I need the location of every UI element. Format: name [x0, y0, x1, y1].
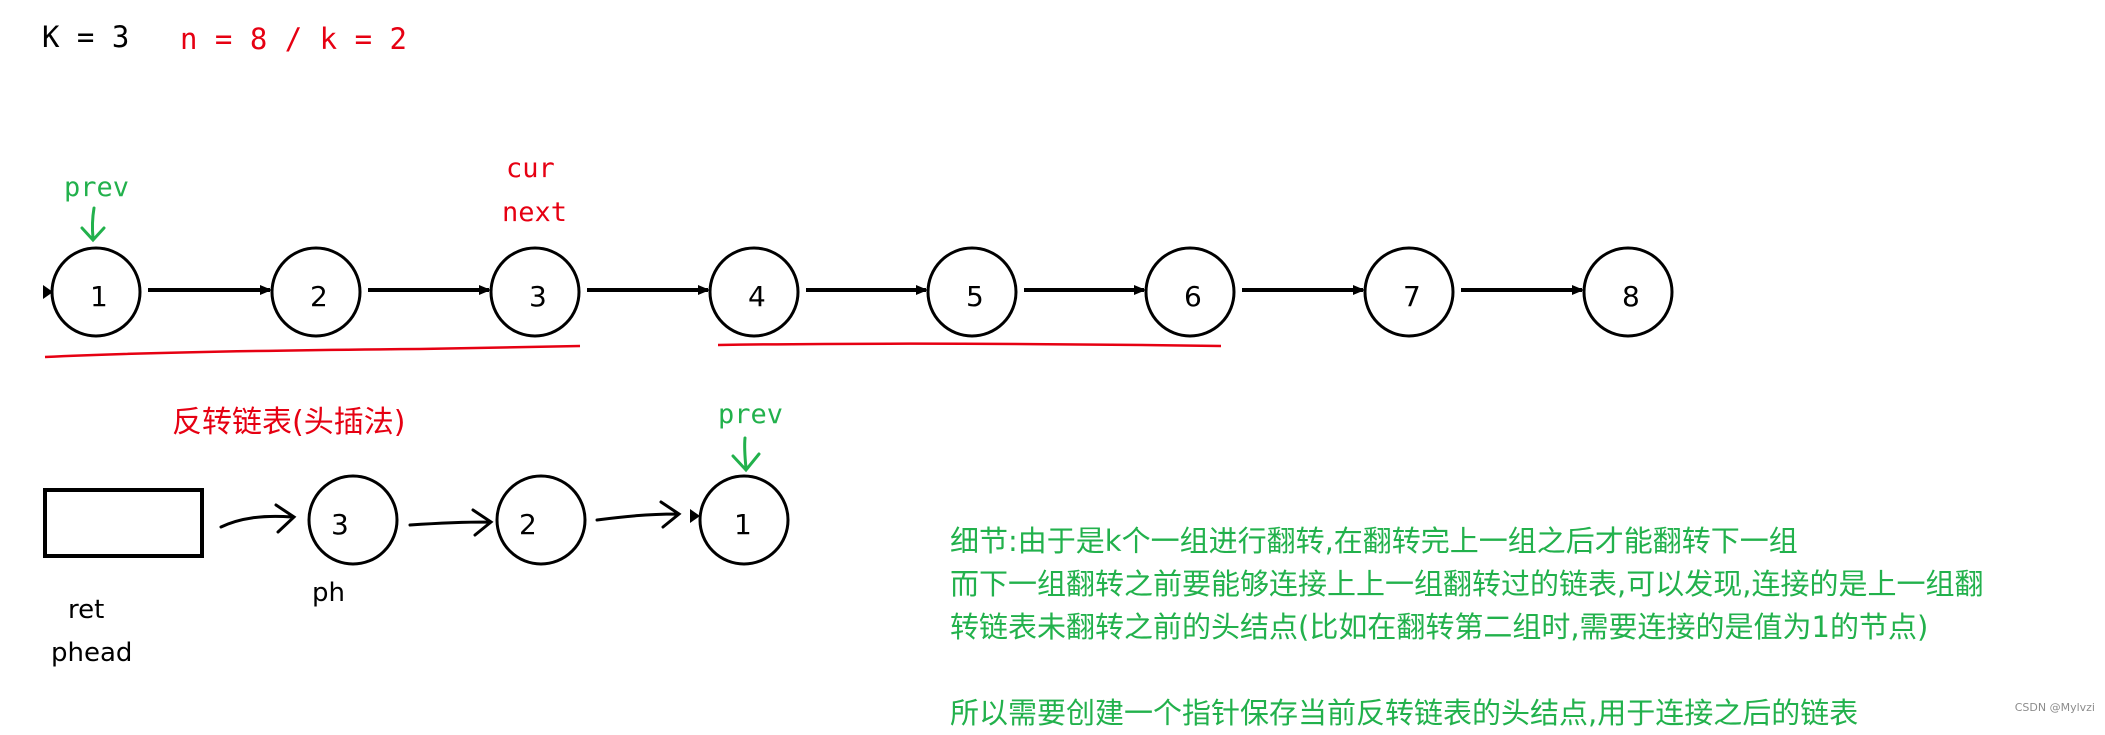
bottom-prev-pointer-arrow — [731, 436, 761, 473]
ret-label: ret — [68, 595, 105, 625]
list-node-8 — [1582, 246, 1674, 338]
reversed-node-3 — [307, 474, 399, 566]
list-node-label: 3 — [529, 280, 547, 313]
top-prev-label: prev — [64, 172, 130, 203]
list-node-label: 5 — [966, 280, 984, 313]
node3-to-node2-arrow — [408, 508, 494, 537]
list-node-5 — [926, 246, 1018, 338]
next-label: next — [502, 197, 568, 228]
node2-to-node1-arrow — [595, 500, 682, 529]
note-line: 所以需要创建一个指针保存当前反转链表的头结点,用于连接之后的链表 — [950, 696, 1859, 730]
note-line: 细节:由于是k个一组进行翻转,在翻转完上一组之后才能翻转下一组 — [950, 524, 1798, 558]
phead-label: phead — [51, 638, 133, 668]
phead-box — [43, 488, 204, 558]
reversed-node-label: 2 — [519, 508, 537, 541]
list-node-1 — [50, 246, 142, 338]
reversed-node-2 — [495, 474, 587, 566]
list-node-label: 4 — [748, 280, 766, 313]
list-node-label: 6 — [1184, 280, 1202, 313]
list-node-label: 1 — [90, 280, 108, 313]
list-node-2 — [270, 246, 362, 338]
box-to-node3-arrow — [219, 503, 297, 534]
list-node-7 — [1363, 246, 1455, 338]
notes-block: 细节:由于是k个一组进行翻转,在翻转完上一组之后才能翻转下一组 而下一组翻转之前… — [950, 520, 2100, 735]
reversed-node-label: 3 — [331, 508, 349, 541]
watermark: CSDN @Mylvzi — [2014, 701, 2095, 714]
list-node-label: 8 — [1622, 280, 1640, 313]
group2-underline — [717, 342, 1222, 348]
note-line: 而下一组翻转之前要能够连接上上一组翻转过的链表,可以发现,连接的是上一组翻 — [950, 567, 1984, 601]
cur-label: cur — [506, 153, 555, 184]
list-node-4 — [708, 246, 800, 338]
bottom-prev-label: prev — [718, 399, 784, 430]
list-node-6 — [1144, 246, 1236, 338]
ph-label: ph — [312, 578, 345, 608]
note-line — [950, 649, 2100, 692]
reverse-list-title: 反转链表(头插法) — [172, 405, 406, 440]
list-node-label: 2 — [310, 280, 328, 313]
k-label: K = 3 — [42, 20, 130, 54]
group1-underline — [44, 344, 581, 359]
note-line: 转链表未翻转之前的头结点(比如在翻转第二组时,需要连接的是值为1的节点) — [950, 610, 1929, 644]
list-node-3 — [489, 246, 581, 338]
node1-incoming-arrow-head — [690, 509, 700, 523]
list-node-label: 7 — [1403, 280, 1421, 313]
top-prev-pointer-arrow — [80, 206, 106, 243]
incoming-arrow-head — [43, 285, 53, 299]
n-k-label: n = 8 / k = 2 — [180, 22, 407, 56]
reversed-node-label: 1 — [734, 508, 752, 541]
reversed-node-1 — [698, 474, 790, 566]
